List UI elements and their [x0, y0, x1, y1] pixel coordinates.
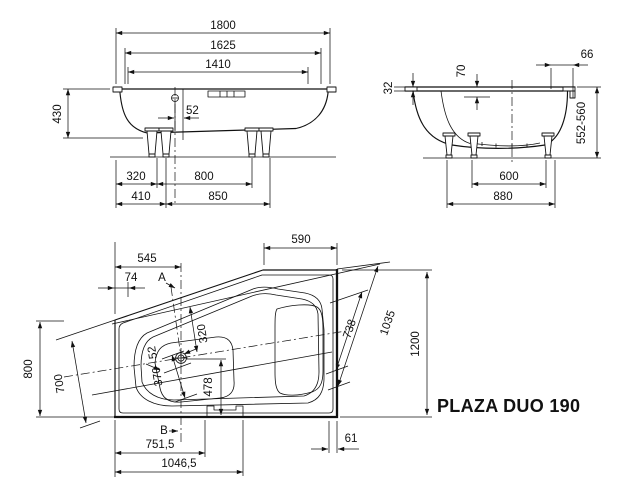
- plan-overflow-slot: [206, 405, 244, 417]
- dim-end-foot-spacing: 600 880: [446, 160, 556, 208]
- foot-leg: [258, 127, 274, 158]
- dim-label: 52: [186, 105, 199, 117]
- dim-plan-left-basin: 700 370: [53, 340, 198, 429]
- end-feet: [442, 132, 555, 159]
- dim-label: 70: [456, 65, 468, 78]
- dim-label: 320: [196, 323, 211, 344]
- dim-label: 1035: [378, 309, 398, 337]
- dim-label: 738: [341, 318, 359, 340]
- product-title: PLAZA DUO 190: [437, 396, 580, 416]
- dim-label: 1625: [210, 40, 236, 52]
- plan-section-line-ab: A B: [158, 263, 182, 443]
- dim-label: 1046,5: [161, 458, 196, 470]
- side-rim-cap-right: [326, 86, 337, 93]
- dim-label: 800: [23, 359, 35, 378]
- dim-label: 1410: [205, 59, 231, 71]
- dim-label: 600: [499, 171, 518, 183]
- dim-label: 880: [493, 191, 512, 203]
- dim-side-overall-length: 1800: [115, 20, 331, 84]
- dim-label: 61: [345, 433, 358, 445]
- side-overflow-slot: [207, 90, 246, 98]
- side-elevation-view: 1800 1625 1410 430 52: [52, 20, 337, 208]
- dim-plan-corner-inset: 74: [98, 272, 145, 297]
- dim-plan-drain-to-rim: 320: [188, 306, 211, 353]
- dim-label: 66: [581, 49, 594, 61]
- dim-label: 590: [291, 234, 310, 246]
- plan-basin-outlines: [55, 261, 391, 407]
- dim-plan-drain-to-overflow: 478: [186, 358, 226, 416]
- dim-label: 478: [203, 377, 215, 396]
- dim-plan-corner-to-edge: 61: [311, 421, 359, 453]
- foot-leg: [144, 127, 160, 158]
- foot-leg: [442, 132, 456, 159]
- section-label-b: B: [160, 425, 168, 437]
- foot-leg: [541, 132, 555, 159]
- dim-plan-top-edge: 590: [263, 234, 338, 265]
- dim-end-overall-height: 552-560: [576, 86, 601, 159]
- dim-label: 850: [208, 191, 227, 203]
- end-section-view: 66 70 32 552-560 600 880: [383, 49, 601, 208]
- dim-end-rim-edge: 66: [536, 49, 593, 98]
- side-tub-outline: [110, 86, 337, 158]
- dim-label: 320: [126, 171, 145, 183]
- side-drain: [171, 87, 184, 206]
- dim-side-basin-length: 1410: [127, 59, 309, 84]
- side-feet: [144, 127, 274, 158]
- foot-leg: [244, 127, 260, 158]
- dim-side-drain-offset: 52: [158, 105, 199, 121]
- dim-label: 410: [131, 191, 150, 203]
- dim-label: 545: [137, 253, 156, 265]
- dim-end-rim-drop: 70: [456, 65, 490, 110]
- dim-label: 800: [194, 171, 213, 183]
- dim-label: 1800: [210, 20, 236, 32]
- end-rim-drop: [569, 90, 576, 99]
- dim-end-rim-thickness: 32: [383, 73, 416, 105]
- dim-label: 32: [383, 82, 395, 95]
- dim-label: 751,5: [146, 439, 175, 451]
- end-rim-cap-left: [404, 86, 418, 92]
- dim-label: 370: [151, 366, 166, 387]
- foot-leg: [158, 127, 174, 158]
- plan-view: A B 545 74 590 1200: [23, 234, 432, 477]
- foot-leg: [467, 132, 481, 159]
- dim-side-foot-positions: 320 800 410 850: [115, 158, 271, 208]
- end-tub-outline: [404, 80, 601, 162]
- side-rim-cap-left: [112, 86, 123, 93]
- dim-plan-overflow-positions: 751,5 1046,5: [114, 420, 244, 477]
- dim-side-depth: 430: [52, 88, 143, 139]
- dim-plan-left-edge: 800: [23, 320, 114, 418]
- plan-long-axis: [63, 330, 347, 378]
- dim-side-rim-length: 1625: [124, 40, 322, 84]
- dim-plan-overall-width: 1200: [340, 269, 432, 418]
- dim-label: 700: [53, 373, 68, 394]
- section-label-a: A: [158, 272, 166, 284]
- dim-label: 552-560: [576, 102, 588, 144]
- dim-label: 1200: [410, 331, 422, 357]
- end-rim-cap-right: [562, 86, 576, 92]
- dim-label: 52: [146, 345, 160, 360]
- dim-label: 430: [52, 104, 64, 123]
- dim-plan-head-width: 545: [114, 242, 182, 314]
- dim-label: 74: [125, 272, 138, 284]
